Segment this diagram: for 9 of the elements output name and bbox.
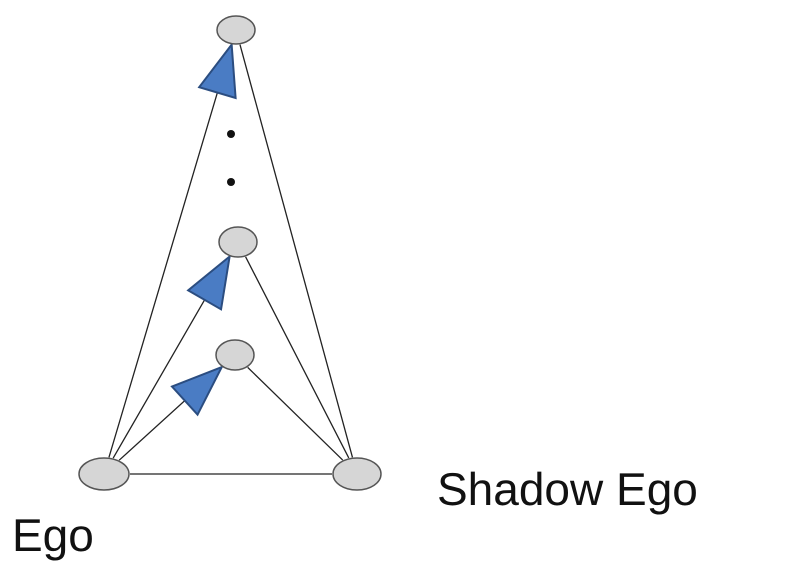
connector-line [239, 44, 354, 458]
node-caption: Ego [12, 512, 94, 558]
node-caption: Shadow Ego [437, 466, 698, 512]
connector-line [245, 256, 350, 458]
connector-line [118, 366, 223, 461]
connector-line [108, 44, 237, 458]
connector-line [112, 256, 231, 458]
connector-line [130, 473, 332, 475]
connector-line [247, 366, 344, 461]
